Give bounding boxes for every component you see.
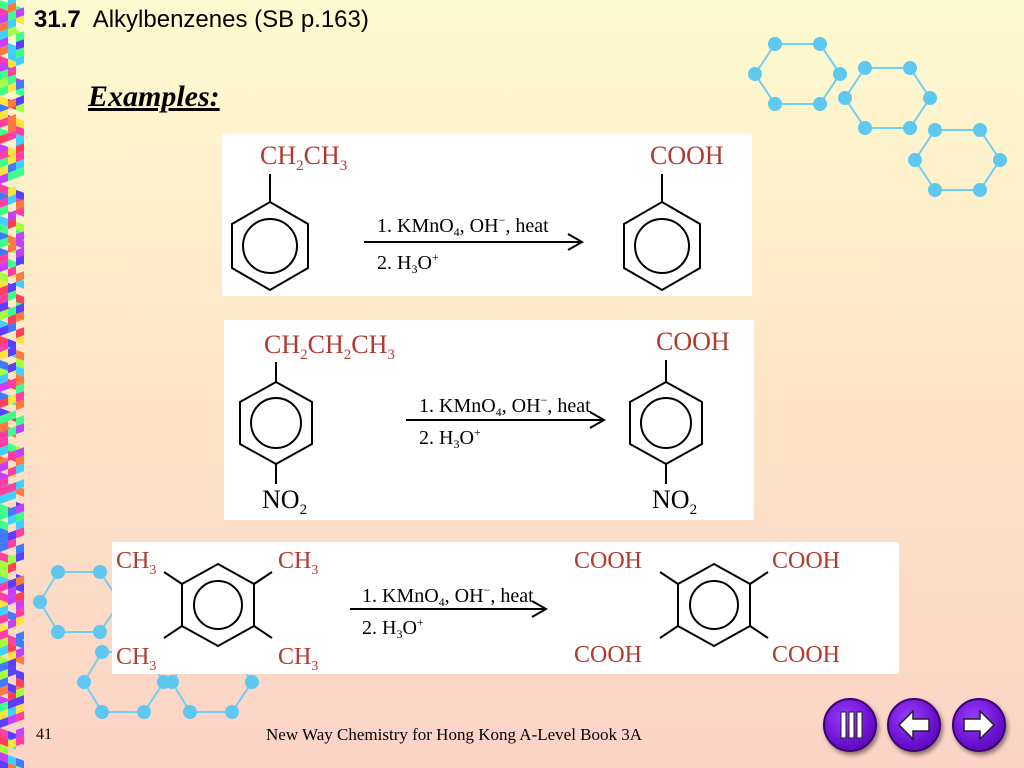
benzene-ring-product — [659, 562, 769, 648]
reagent-step-1: 1. KMnO4, OH−, heat — [377, 213, 549, 239]
svg-text:COOH: COOH — [656, 327, 730, 356]
slide-title: 31.7 Alkylbenzenes (SB p.163) — [34, 6, 369, 34]
svg-text:CH3: CH3 — [278, 548, 318, 578]
section-number: 31.7 — [34, 6, 81, 33]
svg-text:COOH: COOH — [772, 642, 840, 668]
svg-text:2. H3O+: 2. H3O+ — [362, 615, 424, 641]
reactant-substituent: CH2CH3 — [260, 141, 347, 174]
benzene-ring-product — [623, 200, 701, 292]
svg-text:1. KMnO4, OH−, heat: 1. KMnO4, OH−, heat — [362, 583, 534, 609]
benzene-ring-reactant — [231, 200, 309, 292]
forward-button[interactable] — [952, 698, 1006, 752]
menu-button[interactable] — [823, 698, 877, 752]
product-nitro-group: NO2 — [652, 485, 697, 518]
reaction-panel-2: CH2CH2CH3 NO2 1. KMnO4, OH−, heat 2. H3O… — [224, 320, 754, 520]
svg-text:CH3: CH3 — [278, 644, 318, 674]
svg-text:CH3: CH3 — [116, 548, 156, 578]
svg-text:CH2CH2CH3: CH2CH2CH3 — [264, 330, 395, 363]
back-arrow-icon — [897, 709, 930, 741]
examples-heading: Examples: — [88, 80, 220, 113]
reaction-panel-1: CH2CH3 1. KMnO4, OH−, heat 2. H3O+ COOH — [222, 134, 752, 296]
forward-arrow-icon — [963, 709, 996, 741]
svg-text:COOH: COOH — [574, 548, 642, 574]
source-credit: New Way Chemistry for Hong Kong A-Level … — [266, 725, 643, 744]
reaction-panel-3: CH3 CH3 CH3 CH3 1. KMnO4, OH−, heat 2. H… — [112, 542, 899, 674]
back-button[interactable] — [887, 698, 941, 752]
svg-text:COOH: COOH — [574, 642, 642, 668]
reactant-nitro-group: NO2 — [262, 485, 307, 518]
svg-text:COOH: COOH — [772, 548, 840, 574]
benzene-ring-product — [629, 380, 703, 466]
product-substituent: COOH — [650, 141, 724, 170]
menu-icon — [840, 711, 863, 739]
svg-text:CH3: CH3 — [116, 644, 156, 674]
reaction-3-diagram: CH3 CH3 CH3 CH3 1. KMnO4, OH−, heat 2. H… — [116, 548, 840, 674]
page-number: 41 — [36, 726, 52, 743]
decorative-color-strip — [0, 0, 24, 768]
benzene-ring-reactant — [163, 562, 273, 648]
hexagon-decoration-top-right — [748, 37, 1007, 197]
svg-text:1. KMnO4, OH−, heat: 1. KMnO4, OH−, heat — [419, 393, 591, 419]
reaction-1-diagram: CH2CH3 1. KMnO4, OH−, heat 2. H3O+ COOH — [231, 141, 724, 292]
benzene-ring-reactant — [239, 380, 313, 466]
reagent-step-2: 2. H3O+ — [377, 250, 439, 276]
reaction-2-diagram: CH2CH2CH3 NO2 1. KMnO4, OH−, heat 2. H3O… — [239, 327, 730, 518]
section-title: Alkylbenzenes (SB p.163) — [92, 6, 369, 33]
svg-text:2. H3O+: 2. H3O+ — [419, 425, 481, 451]
